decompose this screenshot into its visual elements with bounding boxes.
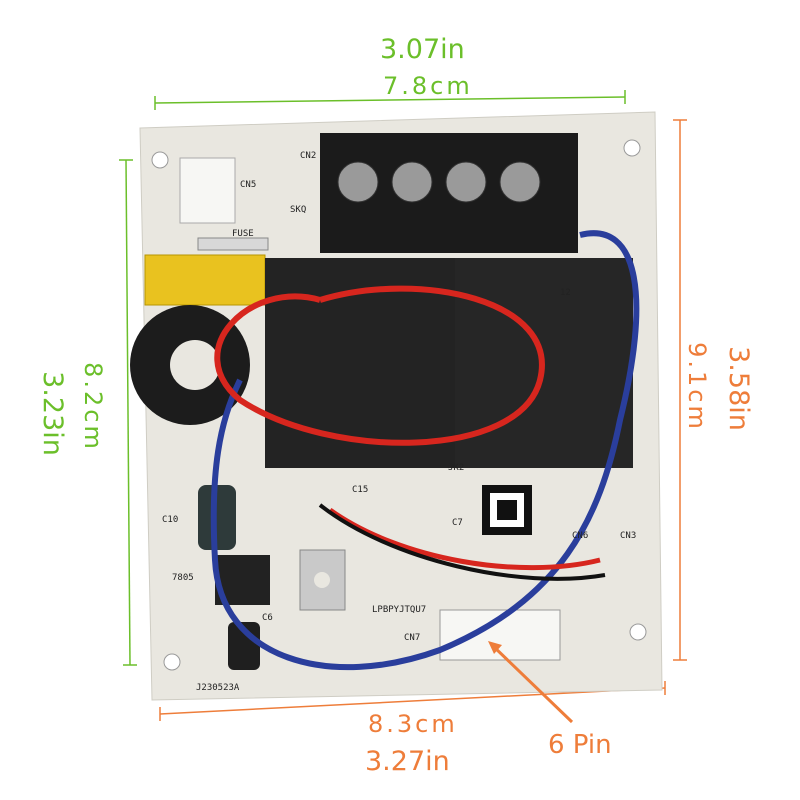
left-height-cm: 8.2cm xyxy=(78,362,107,452)
right-dimension-line xyxy=(673,119,687,661)
c15-label: C15 xyxy=(352,485,368,495)
top-dimension-line xyxy=(154,90,626,110)
c7-label: C7 xyxy=(452,518,463,528)
six-pin-callout: 6 Pin xyxy=(548,730,612,760)
relay-label: 12 xyxy=(560,288,571,298)
mount-hole xyxy=(163,653,181,671)
cn2-label: CN2 xyxy=(300,151,316,161)
c10-label: C10 xyxy=(162,515,178,525)
mount-hole xyxy=(151,151,169,169)
cn7-label: CN7 xyxy=(404,633,420,643)
right-height-cm: 9.1cm xyxy=(682,342,711,432)
fuse xyxy=(197,237,269,251)
red-wire xyxy=(214,285,545,446)
skq-label: SKQ xyxy=(290,205,306,215)
mount-hole xyxy=(629,623,647,641)
bottom-width-inches: 3.27in xyxy=(365,746,450,777)
heatsink-tab xyxy=(299,549,346,611)
bottom-dimension-line xyxy=(159,681,666,721)
electrolytic-capacitor-c10 xyxy=(198,485,236,550)
cn6-label: CN6 xyxy=(572,531,588,541)
cn3-label: CN3 xyxy=(620,531,636,541)
top-width-cm: 7.8cm xyxy=(383,72,473,100)
cn5-label: CN5 xyxy=(240,180,256,190)
red-wire xyxy=(328,507,601,571)
left-height-inches: 3.23in xyxy=(36,371,68,456)
blue-wire xyxy=(210,230,640,671)
top-width-inches: 3.07in xyxy=(380,34,465,65)
jk2-label: JK2 xyxy=(448,463,464,473)
fuse-label: FUSE xyxy=(232,229,254,239)
bottom-width-cm: 8.3cm xyxy=(368,710,458,738)
c6-label: C6 xyxy=(262,613,273,623)
regulator-label: 7805 xyxy=(172,573,194,583)
mount-hole xyxy=(623,139,641,157)
black-wire xyxy=(318,503,606,581)
callout-arrow xyxy=(490,643,574,724)
terminal-screws xyxy=(337,161,541,203)
left-dimension-line xyxy=(119,159,137,666)
right-height-inches: 3.58in xyxy=(722,346,754,431)
code-label: LPBPYJTQU7 xyxy=(372,605,426,615)
yellow-capacitor xyxy=(144,254,266,306)
cn5-connector xyxy=(179,157,236,224)
part-number-label: J230523A xyxy=(196,683,240,693)
